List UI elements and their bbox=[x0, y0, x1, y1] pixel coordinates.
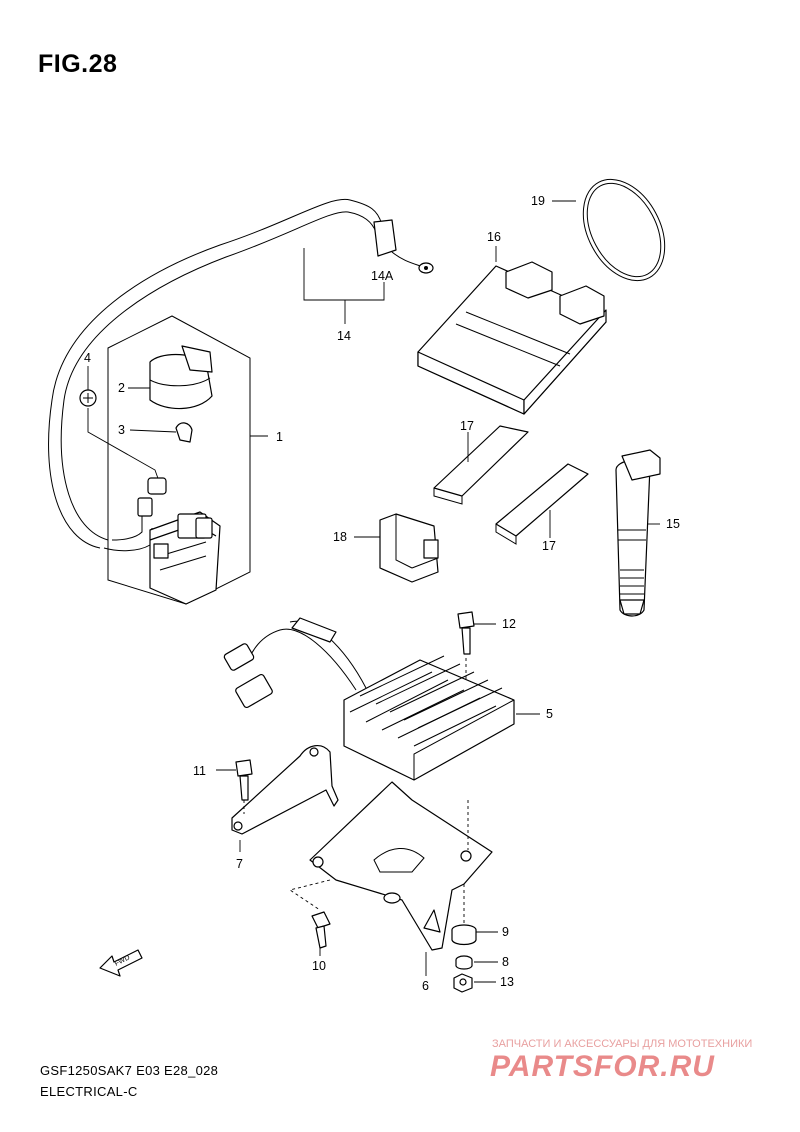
cushion-pad-upper[interactable] bbox=[433, 425, 529, 505]
ignition-coil[interactable] bbox=[615, 449, 661, 617]
callout-18: 18 bbox=[333, 530, 347, 544]
callout-2: 2 bbox=[118, 381, 125, 395]
callout-17b: 17 bbox=[542, 539, 556, 553]
callout-16: 16 bbox=[487, 230, 501, 244]
bracket-7[interactable] bbox=[231, 745, 339, 852]
callout-6: 6 bbox=[422, 979, 429, 993]
grommet-9[interactable] bbox=[451, 884, 498, 946]
callout-17a: 17 bbox=[460, 419, 474, 433]
bolt-10[interactable] bbox=[311, 911, 331, 956]
starter-relay-assembly-outline bbox=[107, 315, 268, 605]
fwd-arrow-icon: FWD bbox=[99, 949, 143, 977]
bolt-11[interactable] bbox=[216, 759, 253, 814]
diagram-code: GSF1250SAK7 E03 E28_028 bbox=[40, 1063, 219, 1078]
mounting-plate[interactable] bbox=[288, 781, 493, 976]
cable-callout-bracket bbox=[303, 248, 385, 324]
callout-13: 13 bbox=[500, 975, 514, 989]
callout-10: 10 bbox=[312, 959, 326, 973]
callout-4: 4 bbox=[84, 351, 91, 365]
o-ring[interactable] bbox=[567, 165, 681, 294]
callout-labels: 1 2 3 4 5 6 7 8 9 10 11 12 13 14 14A 15 … bbox=[84, 194, 680, 993]
callout-1: 1 bbox=[276, 430, 283, 444]
callout-9: 9 bbox=[502, 925, 509, 939]
callout-5: 5 bbox=[546, 707, 553, 721]
relay-cover[interactable] bbox=[149, 345, 213, 410]
callout-15: 15 bbox=[666, 517, 680, 531]
watermark-logo: PARTSFOR.RU bbox=[490, 1050, 715, 1083]
starter-relay[interactable] bbox=[149, 511, 221, 605]
regulator-rectifier[interactable] bbox=[223, 617, 515, 781]
battery-cable[interactable] bbox=[48, 198, 434, 552]
callout-8: 8 bbox=[502, 955, 509, 969]
collar-8[interactable] bbox=[455, 955, 498, 970]
cushion-pad-lower[interactable] bbox=[495, 463, 589, 545]
callout-14a: 14A bbox=[371, 269, 394, 283]
leader-lines bbox=[87, 200, 660, 715]
section-title: ELECTRICAL-C bbox=[40, 1084, 138, 1099]
figure-title: FIG.28 bbox=[38, 50, 118, 78]
relay-clip[interactable] bbox=[175, 422, 193, 443]
nut-13[interactable] bbox=[453, 973, 496, 993]
callout-11: 11 bbox=[193, 764, 206, 778]
bolt-12[interactable] bbox=[457, 611, 496, 680]
callout-3: 3 bbox=[118, 423, 125, 437]
watermark-tagline: ЗАПЧАСТИ И АКСЕССУАРЫ ДЛЯ МОТОТЕХНИКИ bbox=[492, 1038, 753, 1050]
callout-12: 12 bbox=[502, 617, 516, 631]
ecm-unit[interactable] bbox=[417, 261, 607, 415]
sensor[interactable] bbox=[379, 513, 439, 583]
callout-7: 7 bbox=[236, 857, 243, 871]
callout-14: 14 bbox=[337, 329, 351, 343]
relay-bolt[interactable] bbox=[79, 389, 167, 495]
callout-19: 19 bbox=[531, 194, 545, 208]
